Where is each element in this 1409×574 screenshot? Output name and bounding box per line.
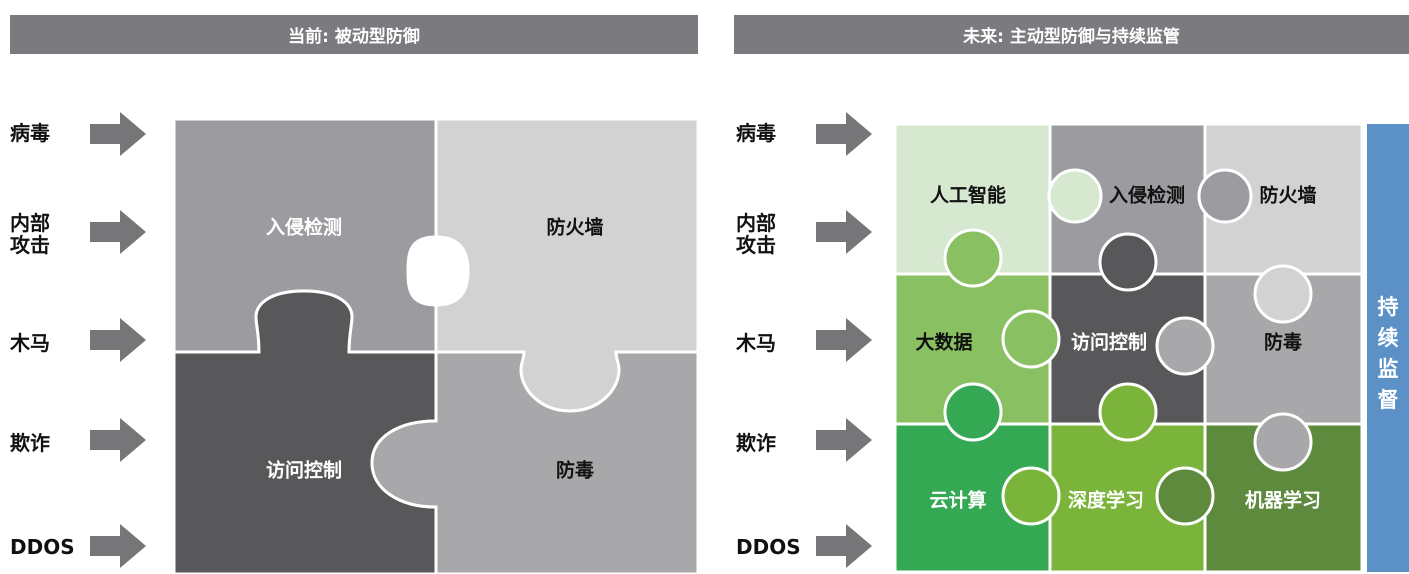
piece-label-cloud-computing: 云计算: [929, 489, 987, 512]
arrow-icon: [90, 524, 146, 568]
piece-label-antivirus-future: 防毒: [1263, 331, 1303, 354]
threat-trojan-left: 木马: [10, 331, 50, 355]
monitoring-char-2: 续: [1377, 326, 1399, 350]
arrow-icon: [816, 112, 872, 156]
threat-insider-line2: 攻击: [736, 233, 776, 257]
threat-trojan-right: 木马: [736, 331, 776, 355]
threat-fraud-left: 欺诈: [10, 431, 50, 455]
right-panel-title: 未来: 主动型防御与持续监管: [734, 15, 1409, 54]
threat-virus-right: 病毒: [736, 121, 776, 145]
puzzle-piece-antivirus: [370, 350, 700, 574]
piece-label-access-control-future: 访问控制: [1070, 331, 1148, 354]
piece-label-firewall-future: 防火墙: [1259, 184, 1317, 207]
monitoring-char-4: 督: [1377, 388, 1399, 412]
arrow-icon: [90, 418, 146, 462]
arrow-icon: [816, 524, 872, 568]
arrow-icon: [90, 210, 146, 254]
threat-ddos-left: DDOS: [10, 535, 75, 559]
threat-insider-line1: 内部: [10, 211, 50, 235]
threat-insider-left: 内部 攻击: [10, 212, 100, 256]
arrow-icon: [816, 418, 872, 462]
monitoring-char-1: 持: [1377, 295, 1399, 319]
piece-label-access-control: 访问控制: [265, 459, 343, 482]
piece-label-big-data: 大数据: [915, 331, 973, 354]
threat-insider-line2: 攻击: [10, 233, 50, 257]
piece-label-machine-learning: 机器学习: [1244, 489, 1322, 512]
arrow-icon: [90, 112, 146, 156]
piece-label-intrusion-detection: 入侵检测: [265, 216, 343, 239]
piece-label-firewall: 防火墙: [546, 216, 604, 239]
threat-fraud-right: 欺诈: [736, 431, 776, 455]
piece-label-deep-learning: 深度学习: [1067, 489, 1145, 512]
threat-ddos-right: DDOS: [736, 535, 801, 559]
piece-label-antivirus: 防毒: [555, 459, 595, 482]
arrow-icon: [90, 318, 146, 362]
monitoring-char-3: 监: [1377, 357, 1399, 381]
left-panel-title: 当前: 被动型防御: [10, 15, 698, 54]
piece-label-intrusion-detection-future: 入侵检测: [1108, 184, 1186, 207]
arrow-icon: [816, 210, 872, 254]
threat-virus-left: 病毒: [10, 121, 50, 145]
continuous-monitoring-bar: 持 续 监 督: [1367, 124, 1409, 572]
left-puzzle: [172, 117, 700, 574]
threat-insider-right: 内部 攻击: [736, 212, 826, 256]
right-puzzle: [893, 122, 1364, 574]
piece-label-ai: 人工智能: [929, 184, 1007, 207]
arrow-icon: [816, 318, 872, 362]
threat-insider-line1: 内部: [736, 211, 776, 235]
